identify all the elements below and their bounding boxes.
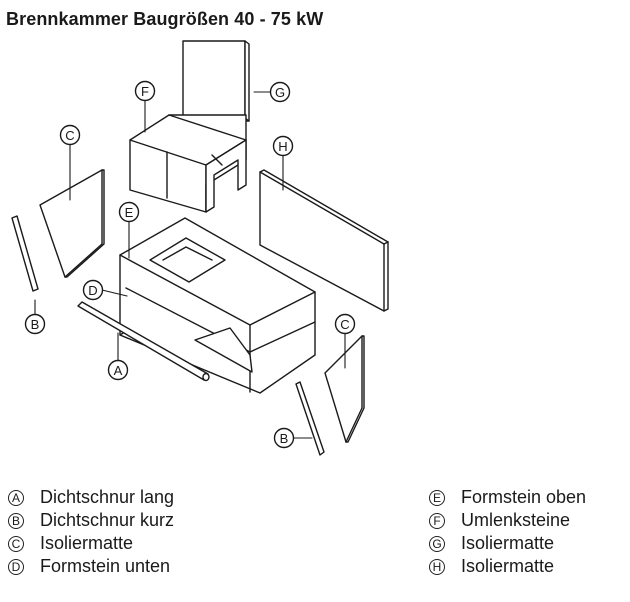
legend-label: Isoliermatte <box>461 556 555 576</box>
legend-item-h: H Isoliermatte <box>427 555 586 578</box>
leader-lines <box>34 91 346 439</box>
callout-c-right: C <box>334 313 356 335</box>
legend-item-e: E Formstein oben <box>427 486 586 509</box>
legend-badge: A <box>8 489 24 506</box>
legend-badge: C <box>8 535 24 552</box>
legend-badge: H <box>429 558 445 575</box>
part-g-insulation-mat <box>182 40 250 122</box>
exploded-view-drawing: F G C H E D B A C B <box>11 40 389 456</box>
callout-f: F <box>134 80 156 102</box>
svg-text:B: B <box>280 431 289 446</box>
part-b-seal-cord-left <box>11 215 39 292</box>
svg-text:F: F <box>141 84 149 99</box>
part-a-seal-cord-long <box>77 301 210 382</box>
legend-label: Isoliermatte <box>461 533 555 553</box>
svg-text:H: H <box>278 139 287 154</box>
callout-e: E <box>118 201 140 223</box>
callout-d: D <box>82 279 104 301</box>
svg-text:E: E <box>125 205 134 220</box>
legend-item-g: G Isoliermatte <box>427 532 586 555</box>
part-c-insulation-mat-left <box>39 169 105 278</box>
legend-right: E Formstein oben F Umlenksteine G Isolie… <box>427 486 586 578</box>
callout-b-left: B <box>24 313 46 335</box>
legend-label: Isoliermatte <box>40 533 134 553</box>
svg-text:D: D <box>88 283 97 298</box>
callout-g: G <box>269 81 291 103</box>
legend-badge: B <box>8 512 24 529</box>
part-f-deflector-stones <box>129 114 247 213</box>
svg-text:G: G <box>275 85 285 100</box>
legend-badge: D <box>8 558 24 575</box>
legend-item-f: F Umlenksteine <box>427 509 586 532</box>
callout-b-right: B <box>273 427 295 449</box>
legend-label: Umlenksteine <box>461 510 571 530</box>
callout-a: A <box>107 359 129 381</box>
legend-label: Formstein unten <box>40 556 171 576</box>
callouts: F G C H E D B A C B <box>24 80 356 449</box>
legend-label: Dichtschnur kurz <box>40 510 175 530</box>
svg-text:A: A <box>114 363 123 378</box>
part-h-insulation-mat-right <box>259 169 389 312</box>
callout-h: H <box>272 135 294 157</box>
legend-label: Formstein oben <box>461 487 587 507</box>
legend-badge: F <box>429 512 445 529</box>
legend-item-b: B Dichtschnur kurz <box>6 509 174 532</box>
svg-text:C: C <box>340 317 349 332</box>
legend-badge: E <box>429 489 445 506</box>
legend-item-c: C Isoliermatte <box>6 532 174 555</box>
legend-item-a: A Dichtschnur lang <box>6 486 174 509</box>
legend-left: A Dichtschnur lang B Dichtschnur kurz C … <box>6 486 174 578</box>
legend-label: Dichtschnur lang <box>40 487 175 507</box>
part-b-seal-cord-right <box>295 381 325 456</box>
callout-c-left: C <box>59 124 81 146</box>
svg-text:B: B <box>31 317 40 332</box>
legend-badge: G <box>429 535 445 552</box>
legend-item-d: D Formstein unten <box>6 555 174 578</box>
part-c-insulation-mat-right <box>324 335 365 443</box>
diagram-title: Brennkammer Baugrößen 40 - 75 kW <box>6 9 324 29</box>
svg-text:C: C <box>65 128 74 143</box>
part-e-d-formed-stones <box>119 217 316 394</box>
